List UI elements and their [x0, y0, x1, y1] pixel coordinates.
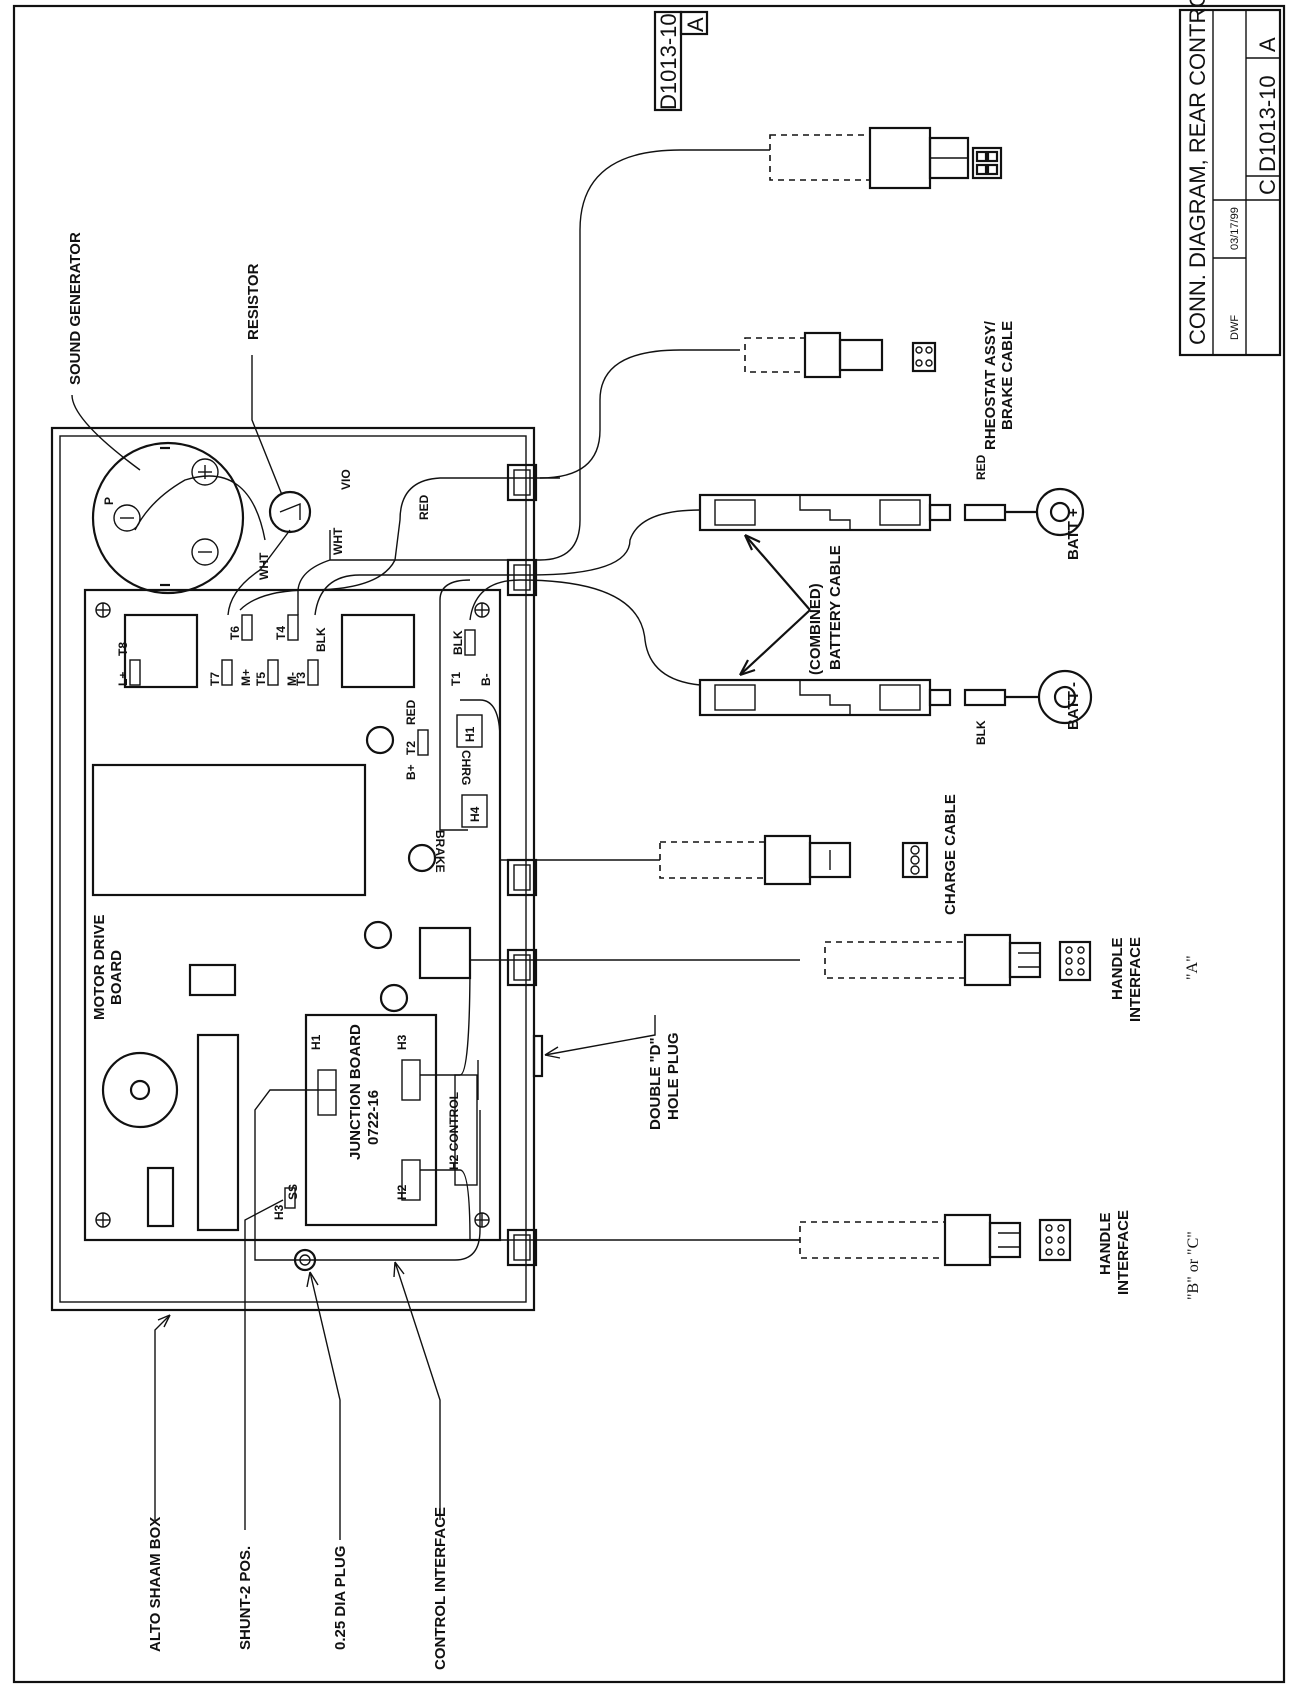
quote-bc-label: "B" or "C": [1185, 1231, 1202, 1300]
t2-label: T2: [404, 741, 418, 755]
l-plus-label: L+: [116, 672, 130, 686]
rheostat-connector: RHEOSTAT ASSY/ BRAKE CABLE: [744, 320, 1016, 450]
handle-a-label-2: INTERFACE: [1127, 937, 1144, 1022]
handle-interface-a: HANDLE INTERFACE "A": [824, 933, 1201, 1022]
wall-grommets: [506, 463, 544, 1267]
sound-generator: P: [91, 441, 266, 595]
battery-cable-minus: BLK BATT -: [698, 669, 1093, 745]
drawing-number: D1013-10: [1255, 75, 1280, 172]
dia-plug-label: 0.25 DIA PLUG: [332, 1546, 349, 1650]
double-d-label-1: DOUBLE "D": [647, 1037, 664, 1130]
corner-drawing-no: D1013-10: [656, 13, 681, 110]
chrg-label: CHRG: [459, 750, 473, 785]
p-label: P: [102, 497, 116, 505]
revision: A: [1255, 37, 1280, 52]
junction-board-label: JUNCTION BOARD: [347, 1024, 364, 1160]
wht2-label: WHT: [331, 527, 345, 555]
blk-cable-label: BLK: [974, 720, 988, 745]
batt-minus-label: BATT -: [1065, 682, 1082, 730]
red-terminal-label: RED: [404, 699, 418, 725]
corner-stamp: D1013-10 A: [653, 10, 709, 112]
battery-cable-plus: RED BATT +: [698, 454, 1085, 560]
t8-label: T8: [116, 642, 130, 656]
h4-term-label: H4: [468, 806, 482, 822]
junction-board: H1 H3 H2 JUNCTION BOARD 0722-16 H2 CONTR…: [272, 1013, 478, 1272]
vio-label: VIO: [339, 469, 353, 490]
blk-label: BLK: [314, 627, 328, 652]
t1-label: T1: [449, 672, 463, 686]
t3-label: T3: [294, 672, 308, 686]
charge-cable: CHARGE CABLE: [659, 794, 959, 915]
t4-label: T4: [274, 626, 288, 640]
h1-term-label: H1: [463, 726, 477, 742]
handle-bc-label-1: HANDLE: [1097, 1213, 1114, 1276]
t6-label: T6: [228, 626, 242, 640]
shunt-label: SHUNT-2 POS.: [237, 1546, 254, 1650]
m-plus-label: M+: [239, 669, 253, 686]
callout-leaders: SOUND GENERATOR RESISTOR ALTO SHAAM BOX …: [67, 232, 682, 1670]
t5-label: T5: [254, 672, 268, 686]
blk2-label: BLK: [451, 630, 465, 655]
t7-label: T7: [208, 672, 222, 686]
motor-drive-label-1: MOTOR DRIVE: [91, 914, 108, 1020]
wht-label: WHT: [257, 552, 271, 580]
red-cable-label: RED: [974, 454, 988, 480]
title-block: CONN. DIAGRAM, REAR CONTROL-ALTO DWF 03/…: [1178, 0, 1282, 357]
alto-shaam-box-label: ALTO SHAAM BOX: [147, 1517, 164, 1652]
drawn-by: DWF: [1229, 315, 1241, 340]
wiring: [227, 149, 800, 1261]
h3-ss-label: H3: [272, 1204, 286, 1220]
rheostat-label-1: RHEOSTAT ASSY/: [982, 320, 999, 450]
m-minus-label: M-: [285, 672, 299, 686]
b-plus-label: B+: [404, 764, 418, 780]
title-text: CONN. DIAGRAM, REAR CONTROL-ALTO: [1185, 0, 1210, 345]
date: 03/17/99: [1229, 207, 1241, 250]
sound-generator-label: SOUND GENERATOR: [67, 232, 84, 385]
handle-interface-bc: HANDLE INTERFACE "B" or "C": [799, 1210, 1202, 1300]
battery-cable-text: BATTERY CABLE: [827, 545, 844, 670]
rheostat-label-2: BRAKE CABLE: [999, 321, 1016, 430]
quote-a-label: "A": [1184, 955, 1201, 980]
b-minus-label: B-: [479, 673, 493, 686]
resistor: WHT WHT VIO RED: [257, 469, 431, 580]
battery-cable-label: (COMBINED) BATTERY CABLE: [739, 534, 844, 677]
top-connector: [769, 126, 1003, 190]
ss-text: SS: [286, 1184, 300, 1200]
corner-rev: A: [683, 17, 708, 32]
alto-shaam-box: [50, 426, 536, 1312]
handle-a-label-1: HANDLE: [1109, 938, 1126, 1001]
h2-junction-label: H2: [395, 1184, 409, 1200]
red-wire-label: RED: [417, 494, 431, 520]
h1-junction-label: H1: [309, 1034, 323, 1050]
combined-label: (COMBINED): [807, 583, 824, 675]
resistor-label: RESISTOR: [245, 263, 262, 340]
motor-drive-board: T8 L+ T7 T6 M+ T5 T4 M- T3 BLK T2 B+ RED…: [83, 588, 502, 1242]
double-d-label-2: HOLE PLUG: [665, 1032, 682, 1120]
h3-junction-label: H3: [395, 1034, 409, 1050]
sheet-border: [12, 4, 1286, 1684]
motor-drive-label-2: BOARD: [108, 950, 125, 1005]
brake-label: BRAKE: [433, 830, 447, 873]
charge-cable-label: CHARGE CABLE: [942, 794, 959, 915]
handle-bc-label-2: INTERFACE: [1115, 1210, 1132, 1295]
h2-control-label: H2 CONTROL: [447, 1092, 461, 1170]
junction-board-part: 0722-16: [365, 1090, 382, 1145]
sheet-size: C: [1255, 179, 1280, 195]
batt-plus-label: BATT +: [1065, 508, 1082, 560]
control-interface-label: CONTROL INTERFACE: [432, 1507, 449, 1670]
